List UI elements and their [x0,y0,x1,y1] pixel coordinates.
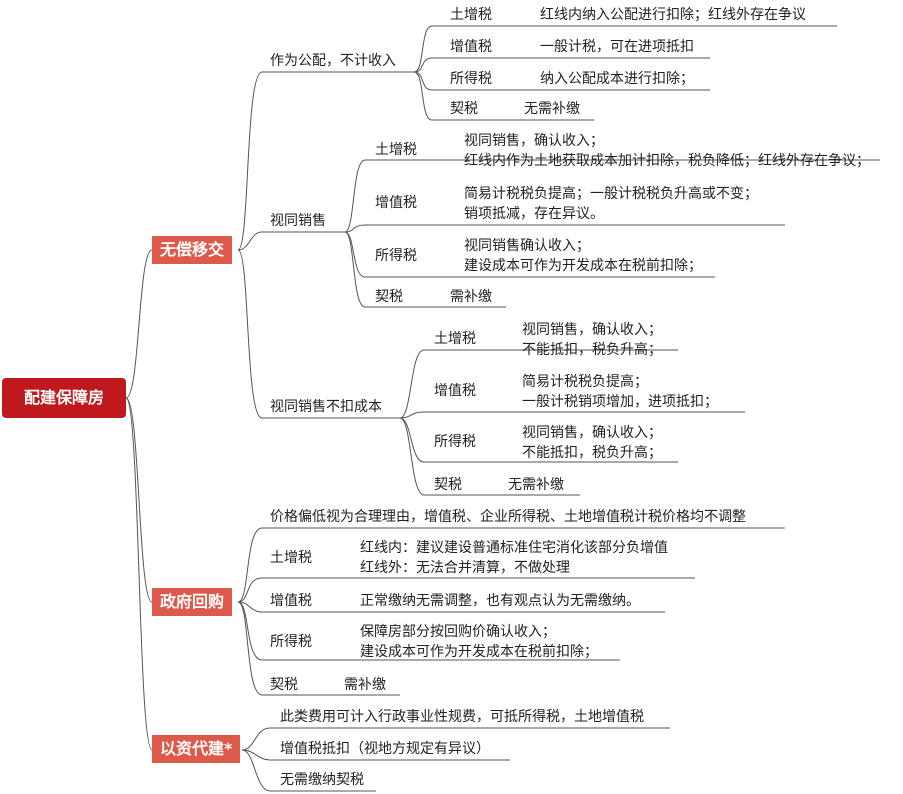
zhengfu-jiage-text: 价格偏低视为合理理由，增值税、企业所得税、土地增值税计税价格均不调整 [270,509,746,525]
shitong-qi-text: 需补缴 [450,289,492,305]
bukou-tuzeng-line1: 视同销售，确认收入； [522,322,662,338]
gongpei-suode-text: 纳入公配成本进行扣除； [540,71,694,87]
node-shitong-bukou: 视同销售不扣成本 [270,399,382,415]
shitong-zengzhi-line2: 销项抵减，存在异议。 [464,206,604,222]
bukou-zengzhi-line2: 一般计税销项增加，进项抵扣； [522,394,718,410]
shitong-tuzeng-line2: 红线内作为土地获取成本加计扣除，税负降低；红线外存在争议； [464,153,870,169]
bukou-suode-line1: 视同销售，确认收入； [522,425,662,441]
shitong-zengzhi-line1: 简易计税税负提高；一般计税税负升高或不变； [464,186,758,202]
zhengfu-suode-line1: 保障房部分按回购价确认收入； [360,624,556,640]
bukou-qi-label: 契税 [434,477,462,493]
zhengfu-tuzeng-line1: 红线内：建议建设普通标准住宅消化该部分负增值 [360,540,668,556]
category-wuchang-yijiao: 无偿移交 [152,236,233,264]
gongpei-qi-text: 无需补缴 [524,101,580,117]
gongpei-tuzeng-text: 红线内纳入公配进行扣除；红线外存在争议 [540,7,806,23]
bukou-qi-text: 无需补缴 [508,477,564,493]
zhengfu-qi-text: 需补缴 [344,677,386,693]
yizi-item-1: 此类费用可计入行政事业性规费，可抵所得税，土地增值税 [280,709,644,725]
zhengfu-zengzhi-label: 增值税 [270,593,312,609]
shitong-tuzeng-line1: 视同销售，确认收入； [464,133,604,149]
yizi-item-3: 无需缴纳契税 [280,772,364,788]
bukou-tuzeng-label: 土增税 [434,331,476,347]
shitong-suode-line1: 视同销售确认收入； [464,238,590,254]
node-shitong-xiaoshou: 视同销售 [270,213,326,229]
bukou-suode-label: 所得税 [434,434,476,450]
shitong-zengzhi-label: 增值税 [375,195,417,211]
shitong-qi-label: 契税 [375,289,403,305]
category-zhengfu-huigou: 政府回购 [152,588,233,616]
gongpei-suode-label: 所得税 [450,71,492,87]
gongpei-qi-label: 契税 [450,101,478,117]
category-yizi-daijian: 以资代建* [152,735,241,763]
shitong-suode-line2: 建设成本可作为开发成本在税前扣除； [464,258,702,274]
bukou-zengzhi-label: 增值税 [434,383,476,399]
yizi-item-2: 增值税抵扣（视地方规定有异议） [280,741,490,757]
bukou-tuzeng-line2: 不能抵扣，税负升高； [522,342,662,358]
root-node: 配建保障房 [2,378,126,418]
shitong-tuzeng-label: 土增税 [375,142,417,158]
zhengfu-tuzeng-line2: 红线外：无法合并清算，不做处理 [360,560,570,576]
zhengfu-tuzeng-label: 土增税 [270,550,312,566]
bukou-suode-line2: 不能抵扣，税负升高； [522,445,662,461]
zhengfu-suode-label: 所得税 [270,634,312,650]
node-gongpei: 作为公配，不计收入 [270,53,396,69]
zhengfu-suode-line2: 建设成本可作为开发成本在税前扣除； [360,644,598,660]
bukou-zengzhi-line1: 简易计税税负提高； [522,374,648,390]
shitong-suode-label: 所得税 [375,248,417,264]
gongpei-tuzeng-label: 土增税 [450,7,492,23]
zhengfu-qi-label: 契税 [270,677,298,693]
gongpei-zengzhi-label: 增值税 [450,39,492,55]
gongpei-zengzhi-text: 一般计税，可在进项抵扣 [540,39,694,55]
zhengfu-zengzhi-text: 正常缴纳无需调整，也有观点认为无需缴纳。 [360,593,640,609]
